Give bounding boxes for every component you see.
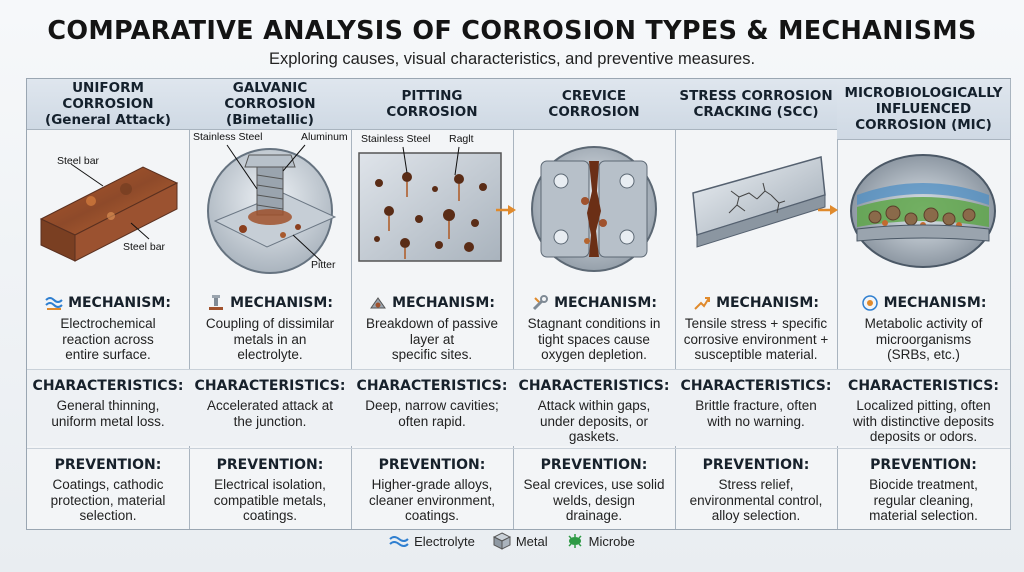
- characteristics-text: Attack within gaps, under deposits, or g…: [537, 398, 651, 444]
- mechanism-section: MECHANISM: Coupling of dissimilar metals…: [189, 286, 351, 366]
- stress-arrow-icon: [694, 297, 711, 310]
- column-header: GALVANIC CORROSION (Bimetallic): [189, 79, 351, 130]
- pitting-corrosion-illustration: Stainless Steel Raglt: [355, 131, 509, 281]
- wrench-icon: [533, 295, 549, 311]
- column-microbiologically-influenced-corrosion: MICROBIOLOGICALLY INFLUENCED CORROSION (…: [837, 79, 1011, 529]
- column-uniform-corrosion: UNIFORM CORROSION (General Attack) Steel…: [27, 79, 190, 529]
- column-header: UNIFORM CORROSION (General Attack): [27, 79, 189, 130]
- legend-item: Microbe: [566, 532, 635, 550]
- connector-arrow-icon: [818, 205, 838, 215]
- mechanism-section: MECHANISM: Tensile stress + specific cor…: [683, 295, 829, 362]
- column-header: CREVICE CORROSION: [513, 79, 675, 130]
- mechanism-section: MECHANISM: Breakdown of passive layer at…: [351, 286, 513, 366]
- prevention-text: Seal crevices, use solid welds, design d…: [523, 477, 665, 523]
- label-stainless-steel: Stainless Steel: [193, 131, 263, 143]
- mechanism-text: Electrochemical reaction across entire s…: [60, 316, 156, 362]
- mechanism-text: Coupling of dissimilar metals in an elec…: [205, 316, 335, 362]
- legend: Electrolyte Metal Microbe: [0, 532, 1024, 550]
- comparison-panel: UNIFORM CORROSION (General Attack) Steel…: [26, 78, 1011, 530]
- label-pitter: Pitter: [311, 259, 336, 271]
- characteristics-section: CHARACTERISTICS: Attack within gaps, und…: [513, 369, 675, 446]
- column-header: MICROBIOLOGICALLY INFLUENCED CORROSION (…: [837, 79, 1010, 140]
- prevention-section: PREVENTION: Biocide treatment, regular c…: [837, 448, 1010, 529]
- legend-item: Metal: [492, 532, 548, 550]
- column-stress-corrosion-cracking: STRESS CORROSION CRACKING (SCC) MECHANIS…: [675, 79, 838, 529]
- metal-cube-icon: [492, 532, 511, 550]
- crevice-corrosion-illustration: [517, 131, 671, 281]
- pit-icon: [370, 297, 387, 309]
- mechanism-text: Tensile stress + specific corrosive envi…: [683, 316, 829, 362]
- label-steel-bar: Steel bar: [123, 241, 166, 253]
- connector-arrow-icon: [496, 205, 516, 215]
- page-subtitle: Exploring causes, visual characteristics…: [268, 50, 756, 68]
- prevention-text: Electrical isolation, compatible metals,…: [213, 477, 327, 523]
- characteristics-text: Accelerated attack at the junction.: [206, 398, 334, 429]
- characteristics-text: Localized pitting, often with distinctiv…: [852, 398, 995, 444]
- label-steel-bar: Steel bar: [57, 155, 100, 167]
- column-header: PITTING CORROSION: [351, 79, 513, 130]
- label-stainless-steel: Stainless Steel: [361, 133, 431, 145]
- column-pitting-corrosion: PITTING CORROSION: [351, 79, 514, 529]
- prevention-text: Higher-grade alloys, cleaner environment…: [368, 477, 496, 523]
- characteristics-section: CHARACTERISTICS: Deep, narrow cavities; …: [351, 369, 513, 446]
- prevention-section: PREVENTION: Stress relief, environmental…: [675, 448, 837, 529]
- mechanism-text: Breakdown of passive layer at specific s…: [365, 316, 499, 362]
- microbe-circle-icon: [861, 295, 878, 311]
- column-header: STRESS CORROSION CRACKING (SCC): [675, 79, 837, 130]
- characteristics-section: CHARACTERISTICS: Localized pitting, ofte…: [837, 369, 1010, 446]
- bolt-pair-icon: [209, 295, 224, 310]
- mechanism-section: MECHANISM: Stagnant conditions in tight …: [513, 286, 675, 366]
- label-raglt: Raglt: [449, 133, 474, 145]
- microbe-icon: [568, 534, 582, 548]
- mechanism-section: MECHANISM: Metabolic activity of microor…: [837, 286, 1010, 366]
- label-aluminum: Aluminum: [301, 131, 348, 143]
- prevention-section: PREVENTION: Higher-grade alloys, cleaner…: [351, 448, 513, 529]
- prevention-text: Coatings, cathodic protection, material …: [50, 477, 166, 523]
- characteristics-text: General thinning, uniform metal loss.: [51, 398, 165, 429]
- uniform-corrosion-illustration: Steel bar Steel bar: [31, 131, 185, 281]
- page-title: COMPARATIVE ANALYSIS OF CORROSION TYPES …: [47, 16, 977, 46]
- mechanism-text: Metabolic activity of microorganisms (SR…: [864, 316, 983, 362]
- galvanic-corrosion-illustration: Stainless Steel Aluminum Pitter: [193, 131, 348, 281]
- mechanism-section: MECHANISM: Electrochemical reaction acro…: [27, 286, 189, 366]
- column-galvanic-corrosion: GALVANIC CORROSION (Bimetallic): [189, 79, 352, 529]
- characteristics-section: CHARACTERISTICS: General thinning, unifo…: [27, 369, 189, 446]
- characteristics-section: CHARACTERISTICS: Brittle fracture, often…: [675, 369, 837, 446]
- prevention-text: Biocide treatment, regular cleaning, mat…: [869, 477, 978, 523]
- characteristics-text: Deep, narrow cavities; often rapid.: [365, 398, 499, 429]
- prevention-section: PREVENTION: Electrical isolation, compat…: [189, 448, 351, 529]
- mic-illustration: [841, 131, 1006, 281]
- scc-illustration: [679, 131, 833, 281]
- electrolyte-waves-icon: [389, 536, 409, 547]
- column-crevice-corrosion: CREVICE CORROSION MECHANISM: Stagnant co…: [513, 79, 676, 529]
- characteristics-text: Brittle fracture, often with no warning.: [695, 398, 817, 429]
- prevention-section: PREVENTION: Seal crevices, use solid wel…: [513, 448, 675, 529]
- prevention-text: Stress relief, environmental control, al…: [689, 477, 823, 523]
- prevention-section: PREVENTION: Coatings, cathodic protectio…: [27, 448, 189, 529]
- legend-item: Electrolyte: [389, 534, 475, 549]
- mechanism-text: Stagnant conditions in tight spaces caus…: [527, 316, 661, 362]
- water-waves-icon: [45, 297, 63, 310]
- characteristics-section: CHARACTERISTICS: Accelerated attack at t…: [189, 369, 351, 446]
